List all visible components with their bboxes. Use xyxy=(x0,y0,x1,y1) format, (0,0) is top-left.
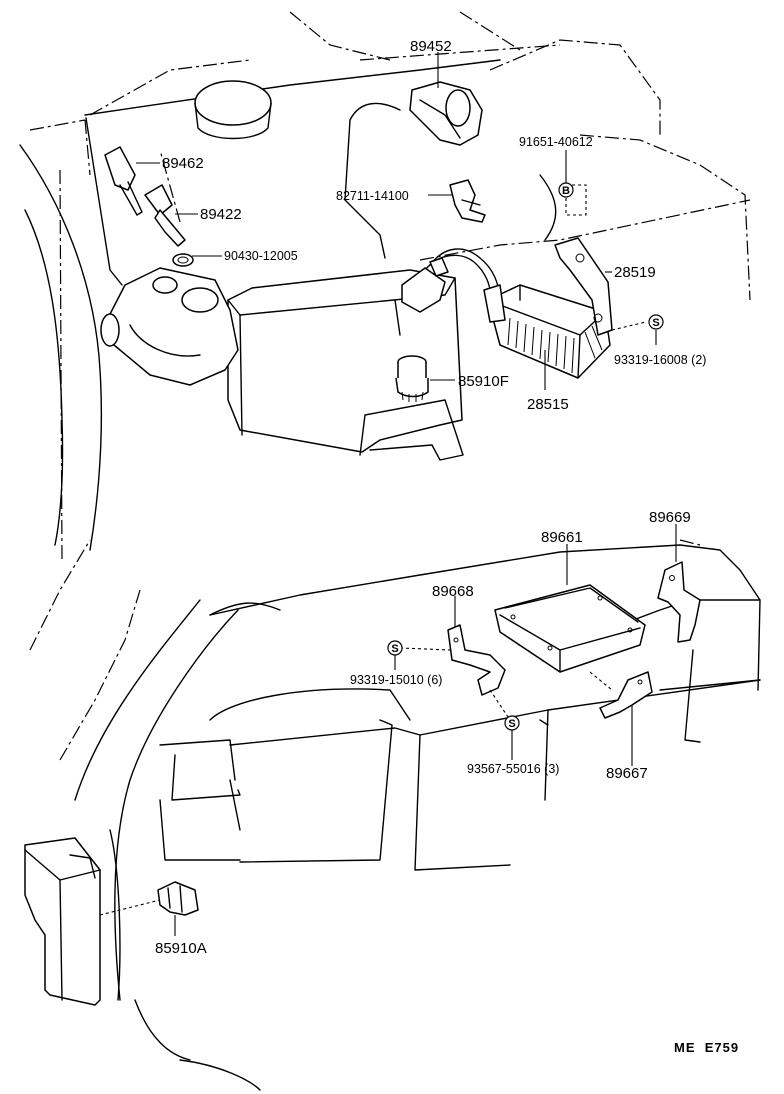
screw-symbol-label: S xyxy=(508,718,515,730)
sensor-89452 xyxy=(409,81,483,146)
screw-symbol-label: S xyxy=(391,643,398,655)
screw-symbol-label: S xyxy=(652,317,659,329)
bolt-symbol-upper: B xyxy=(558,182,574,198)
sensor-89462 xyxy=(104,146,143,216)
bracket-89668 xyxy=(447,624,506,696)
label-28515: 28515 xyxy=(527,396,569,413)
socket-85910A xyxy=(157,881,199,916)
sensor-89422 xyxy=(144,184,186,247)
bracket-89667 xyxy=(599,671,653,719)
label-93319-15010: 93319-15010 (6) xyxy=(350,673,442,687)
ecu-89661 xyxy=(494,584,646,673)
label-85910A: 85910A xyxy=(155,940,207,957)
bracket-82711 xyxy=(449,179,486,223)
gasket-90430 xyxy=(172,253,194,267)
relay-box xyxy=(24,837,101,1006)
drawing-code: ME E759 xyxy=(674,1040,739,1055)
screw-symbol-lower-2: S xyxy=(504,715,520,731)
label-93567-55016: 93567-55016 (3) xyxy=(467,762,559,776)
label-85910F: 85910F xyxy=(458,373,509,390)
bolt-symbol-label: B xyxy=(562,185,570,197)
battery xyxy=(227,269,464,461)
lower-leaders xyxy=(99,524,677,936)
dashboard-outline xyxy=(29,539,761,1091)
upper-leaders xyxy=(136,52,657,390)
label-93319-16008: 93319-16008 (2) xyxy=(614,353,706,367)
screw-symbol-lower-1: S xyxy=(387,640,403,656)
label-89669: 89669 xyxy=(649,509,691,526)
wire-harness xyxy=(401,248,501,313)
bracket-28519 xyxy=(554,237,613,336)
label-89462: 89462 xyxy=(162,155,204,172)
module-28515 xyxy=(483,284,611,379)
label-90430-12005: 90430-12005 xyxy=(224,249,298,263)
label-89422: 89422 xyxy=(200,206,242,223)
engine-bay-outline xyxy=(19,11,751,561)
label-28519: 28519 xyxy=(614,264,656,281)
label-89668: 89668 xyxy=(432,583,474,600)
label-89452: 89452 xyxy=(410,38,452,55)
label-89661: 89661 xyxy=(541,529,583,546)
label-89667: 89667 xyxy=(606,765,648,782)
throttle-body xyxy=(100,267,239,386)
label-91651-40612: 91651-40612 xyxy=(519,135,593,149)
socket-85910F xyxy=(395,355,429,402)
bracket-89669 xyxy=(657,561,701,643)
label-82711-14100: 82711-14100 xyxy=(336,189,409,203)
screw-symbol-upper: S xyxy=(648,314,664,330)
